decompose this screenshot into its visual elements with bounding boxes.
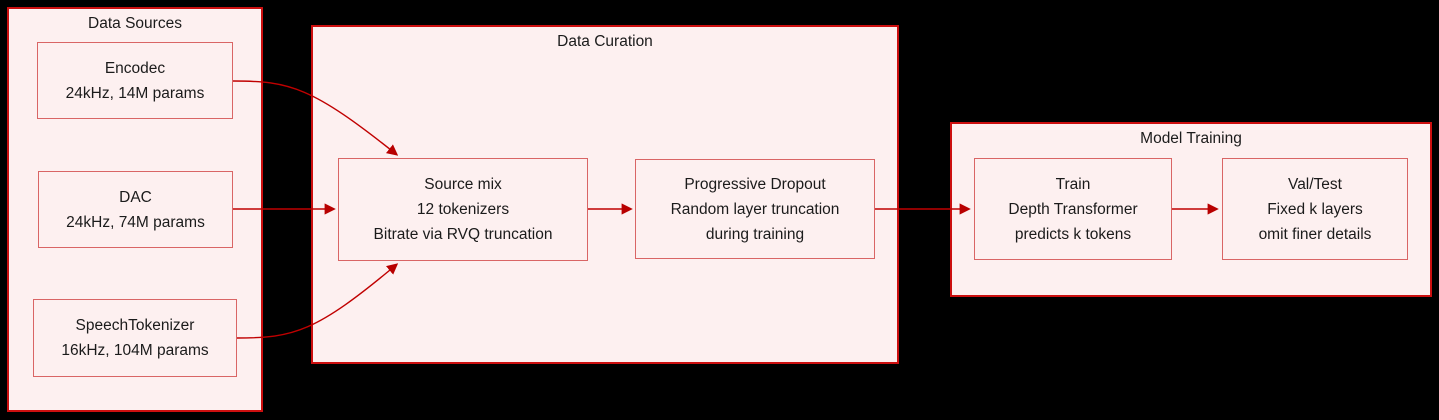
cluster-model-training-title: Model Training xyxy=(1140,130,1242,147)
node-dac: DAC 24kHz, 74M params xyxy=(38,171,233,248)
node-dac-line2: 24kHz, 74M params xyxy=(66,213,205,231)
node-encodec: Encodec 24kHz, 14M params xyxy=(37,42,233,119)
node-progressive-dropout-line1: Progressive Dropout xyxy=(684,175,826,193)
node-encodec-line1: Encodec xyxy=(104,59,166,77)
node-speech-tokenizer-line2: 16kHz, 104M params xyxy=(61,342,209,359)
node-val-test-line2: Fixed k layers xyxy=(1267,200,1363,218)
node-progressive-dropout-line3: during training xyxy=(705,225,805,243)
node-progressive-dropout: Progressive Dropout Random layer truncat… xyxy=(635,159,875,259)
node-source-mix-line1: Source mix xyxy=(424,176,502,193)
node-train-line1: Train xyxy=(1055,175,1091,193)
node-train: Train Depth Transformer predicts k token… xyxy=(974,158,1172,260)
cluster-data-curation-title: Data Curation xyxy=(557,33,653,50)
node-val-test: Val/Test Fixed k layers omit finer detai… xyxy=(1222,158,1408,260)
node-dac-line1: DAC xyxy=(119,188,152,206)
cluster-data-sources-title: Data Sources xyxy=(88,15,182,32)
node-source-mix: Source mix 12 tokenizers Bitrate via RVQ… xyxy=(338,158,588,261)
node-val-test-line3: omit finer details xyxy=(1258,225,1372,243)
node-encodec-line2: 24kHz, 14M params xyxy=(65,84,205,102)
node-train-line2: Depth Transformer xyxy=(1008,200,1138,218)
node-speech-tokenizer: SpeechTokenizer 16kHz, 104M params xyxy=(33,299,237,377)
node-progressive-dropout-line2: Random layer truncation xyxy=(670,200,840,218)
node-speech-tokenizer-line1: SpeechTokenizer xyxy=(75,317,195,334)
node-train-line3: predicts k tokens xyxy=(1014,225,1132,243)
node-source-mix-line2: 12 tokenizers xyxy=(416,201,510,218)
node-val-test-line1: Val/Test xyxy=(1288,175,1342,193)
node-source-mix-line3: Bitrate via RVQ truncation xyxy=(373,226,553,243)
